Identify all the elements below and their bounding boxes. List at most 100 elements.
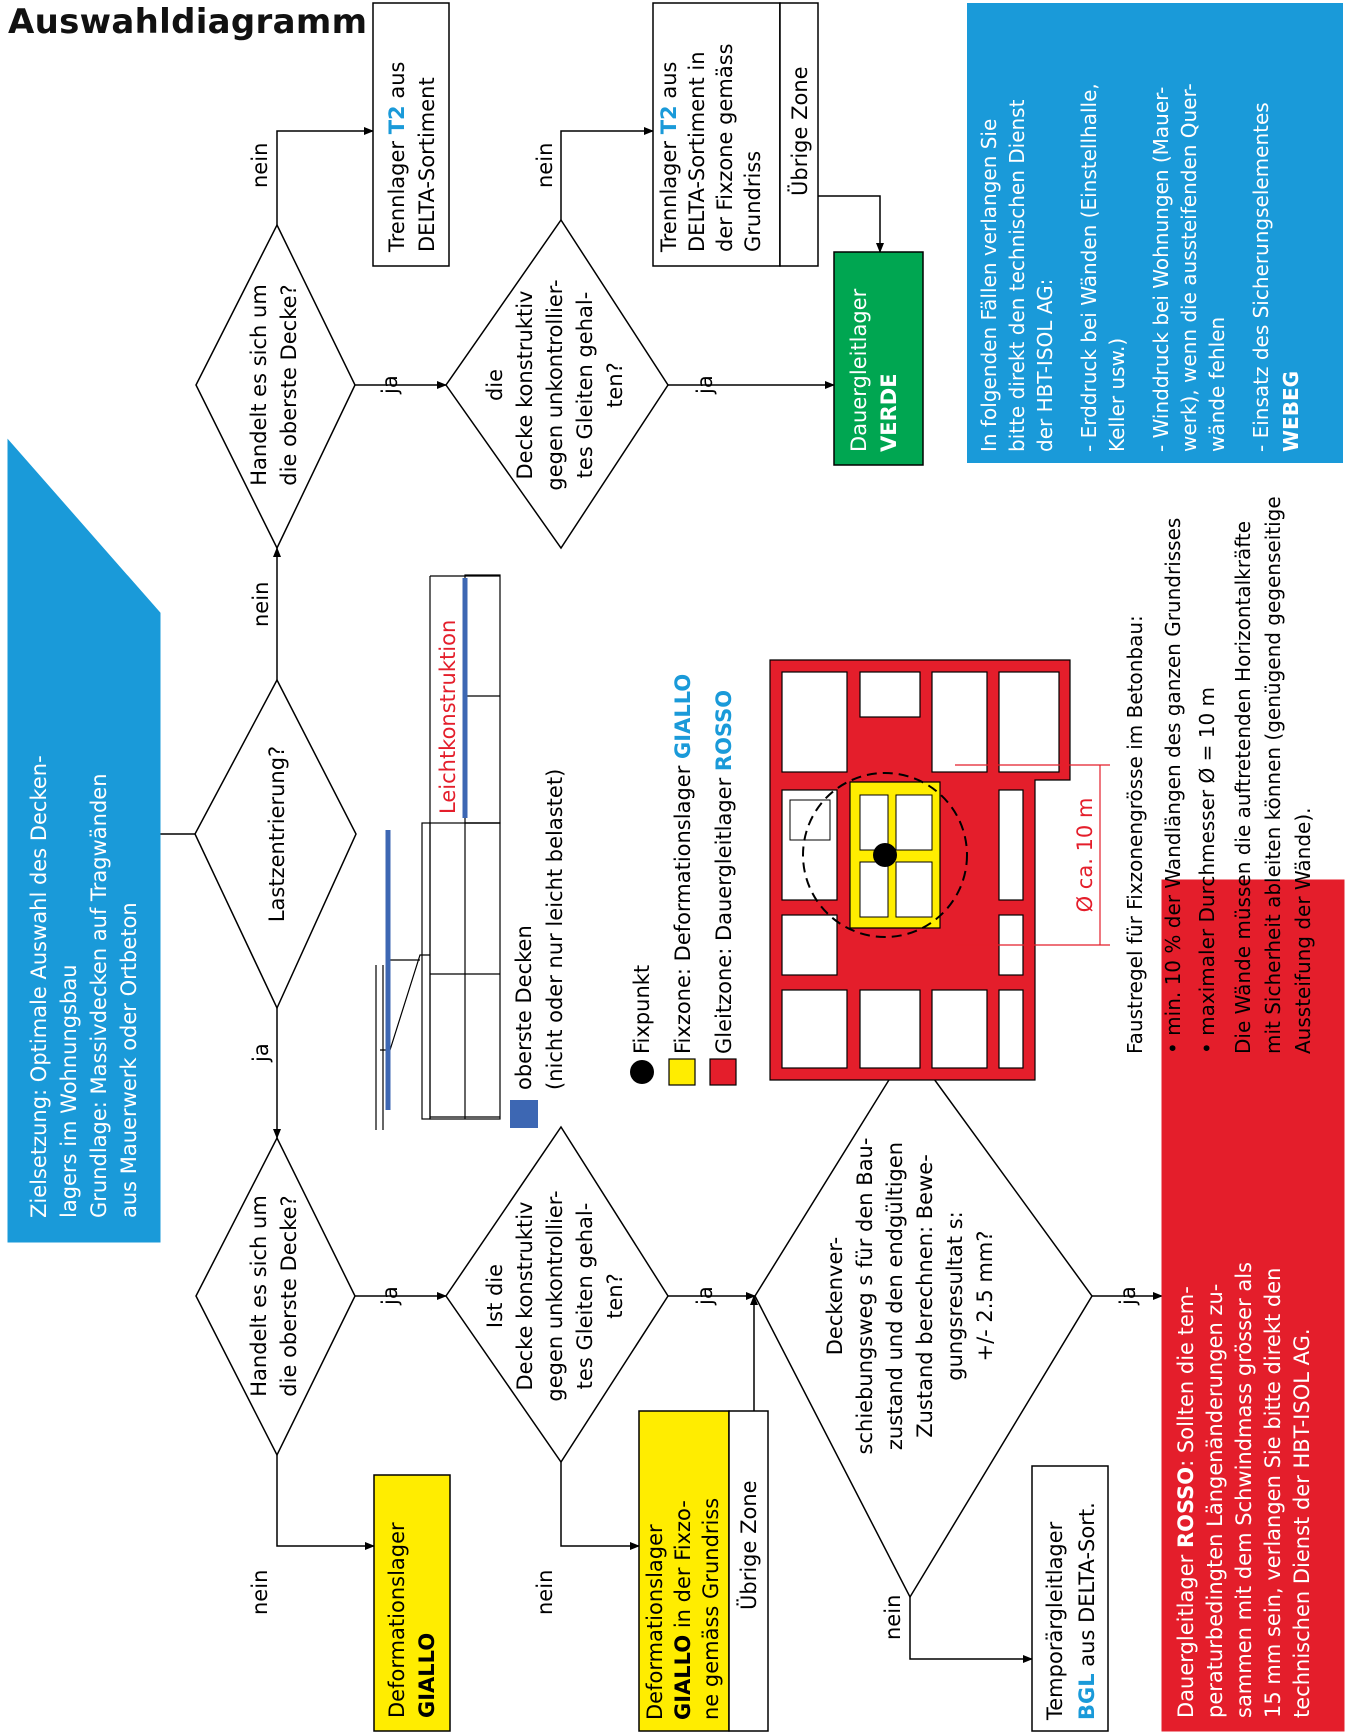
svg-text:BGL aus DELTA-Sort.: BGL aus DELTA-Sort. (1075, 1502, 1099, 1720)
top-slab-marks (385, 578, 468, 1110)
connector-left-slide-nein (560, 1462, 640, 1550)
svg-text:der HBT-ISOL AG:: der HBT-ISOL AG: (1033, 279, 1057, 452)
svg-text:- Einsatz des Sicherungselemen: - Einsatz des Sicherungselementes (1249, 102, 1273, 452)
legend-fixpunkt-dot (630, 1060, 654, 1084)
plan-rooms (781, 671, 1060, 1069)
label-ja-right-slide: ja (693, 375, 717, 395)
start-line-2: lagers im Wohnungsbau (57, 964, 81, 1218)
svg-text:Dauergleitlager ROSSO: Sollten: Dauergleitlager ROSSO: Sollten die tem- (1174, 1286, 1198, 1718)
svg-text:die oberste Decke?: die oberste Decke? (277, 1195, 301, 1396)
label-ja-left-top: ja (378, 1286, 402, 1306)
start-line-4: aus Mauerwerk oder Ortbeton (117, 902, 141, 1218)
label-ja-right-top: ja (378, 375, 402, 395)
plan-dimension (955, 764, 1110, 946)
connector-right-slide-nein (560, 127, 654, 220)
svg-text:Trennlager T2 aus: Trennlager T2 aus (657, 62, 681, 253)
svg-text:Fixpunkt: Fixpunkt (630, 965, 654, 1054)
svg-text:GIALLO in der Fixzo-: GIALLO in der Fixzo- (671, 1500, 695, 1720)
connectors (160, 127, 1163, 1663)
decision-left-slide: Ist die Decke konstruktiv gegen unkontro… (445, 1125, 669, 1464)
svg-text:• maximaler Durchmesser Ø = 10: • maximaler Durchmesser Ø = 10 m (1195, 687, 1219, 1054)
svg-text:Decke konstruktiv: Decke konstruktiv (513, 291, 537, 480)
legend-swatch-blue (510, 1100, 538, 1128)
svg-text:Übrige Zone: Übrige Zone (736, 1480, 761, 1610)
svg-text:mit Sicherheit ableiten können: mit Sicherheit ableiten können (genügend… (1261, 496, 1285, 1054)
result-giallo: Deformationslager GIALLO (373, 1474, 451, 1732)
svg-text:bitte direkt den technischen D: bitte direkt den technischen Dienst (1005, 99, 1029, 452)
start-line-3: Grundlage: Massivdecken auf Tragwänden (87, 773, 111, 1218)
svg-text:Trennlager T2 aus: Trennlager T2 aus (385, 62, 409, 253)
result-rosso: Dauergleitlager ROSSO: Sollten die tem- … (1161, 879, 1345, 1732)
svg-text:sammen mit dem Schwindmass grö: sammen mit dem Schwindmass grösser als (1232, 1262, 1256, 1718)
svg-text:die oberste Decke?: die oberste Decke? (277, 284, 301, 485)
svg-text:die: die (483, 369, 507, 401)
svg-text:In folgenden Fällen verlangen: In folgenden Fällen verlangen Sie (977, 119, 1001, 452)
svg-text:Aussteifung der Wände).: Aussteifung der Wände). (1291, 807, 1315, 1054)
svg-text:DELTA-Sortiment in: DELTA-Sortiment in (685, 51, 709, 252)
svg-text:oberste Decken: oberste Decken (512, 925, 536, 1090)
decision-left-calc: Decken­ver- schiebungsweg s für den Bau-… (754, 1044, 1093, 1599)
svg-text:gungsresultat s:: gungsresultat s: (943, 1211, 967, 1380)
result-t2-fixzone: Trennlager T2 aus DELTA-Sortiment in der… (652, 2, 819, 267)
svg-text:tes Gleiten gehal-: tes Gleiten gehal- (573, 292, 597, 479)
result-verde: Dauergleitlager VERDE (833, 251, 924, 466)
label-nein-right-top: nein (248, 143, 272, 188)
svg-text:Grundriss: Grundriss (741, 151, 765, 252)
connector-left-top-nein (276, 1455, 375, 1550)
svg-text:GIALLO: GIALLO (415, 1633, 439, 1718)
roof-outline (380, 954, 430, 1051)
label-ja-calc: ja (1116, 1286, 1140, 1306)
svg-text:gegen unkontrollier-: gegen unkontrollier- (543, 1190, 567, 1401)
svg-text:ten?: ten? (603, 362, 627, 408)
decision-right-slide: die Decke konstruktiv gegen unkontrollie… (445, 218, 669, 550)
svg-text:Ist die: Ist die (483, 1264, 507, 1328)
rule-of-thumb: Faustregel für Fixzonengrösse im Betonba… (1123, 496, 1315, 1054)
plan-fixzone-circle (802, 772, 968, 938)
svg-text:Handelt es sich um: Handelt es sich um (247, 1195, 271, 1397)
svg-text:peraturbedingten Längenänderun: peraturbedingten Längenänderungen zu- (1203, 1284, 1227, 1718)
page-title: Auswahldiagramm (8, 2, 368, 42)
label-nein-left-slide: nein (533, 1570, 557, 1615)
connector-right-top-nein (276, 127, 374, 225)
legend-swatch-yellow (668, 1058, 696, 1086)
label-nein-left-top: nein (248, 1570, 272, 1615)
legend-swatch-red (709, 1058, 737, 1086)
svg-text:+/- 2.5 mm?: +/- 2.5 mm? (973, 1230, 997, 1361)
svg-text:Dauergleitlager: Dauergleitlager (847, 288, 871, 452)
svg-text:Deformationslager: Deformationslager (643, 1524, 667, 1720)
svg-text:der Fixzone gemäss: der Fixzone gemäss (713, 43, 737, 252)
svg-text:Temporärgleitlager: Temporärgleitlager (1043, 1521, 1067, 1721)
svg-text:Handelt es sich um: Handelt es sich um (247, 284, 271, 486)
label-ja-left-slide: ja (693, 1286, 717, 1306)
svg-text:Faustregel für Fixzonengrösse: Faustregel für Fixzonengrösse im Betonba… (1123, 615, 1147, 1054)
svg-text:Deformationslager: Deformationslager (385, 1522, 409, 1718)
svg-text:- Erddruck bei Wänden (Einstel: - Erddruck bei Wänden (Einstellhalle, (1077, 83, 1101, 452)
svg-text:wände fehlen: wände fehlen (1205, 317, 1229, 452)
branch-labels: ja nein ja nein ja nein ja nein ja nein … (248, 143, 1140, 1640)
floor-plan: Ø ca. 10 m (769, 659, 1110, 1081)
legend-roof: oberste Decken (nicht oder nur leicht be… (510, 769, 567, 1128)
building-section-drawing (375, 574, 501, 1130)
start-line-1: Zielsetzung: Optimale Auswahl des Decken… (27, 755, 51, 1218)
decision-load: Lastzentrierung? (194, 678, 357, 1010)
svg-text:Die Wände müssen die auftreten: Die Wände müssen die auftretenden Horizo… (1231, 521, 1255, 1054)
svg-text:DELTA-Sortiment: DELTA-Sortiment (415, 77, 439, 252)
decision-load-text: Lastzentrierung? (265, 746, 289, 922)
result-bgl: Temporärgleitlager BGL aus DELTA-Sort. (1031, 1465, 1109, 1732)
svg-text:15 mm sein, verlangen Sie bitt: 15 mm sein, verlangen Sie bitte direkt d… (1261, 1268, 1285, 1718)
label-nein-right-slide: nein (533, 143, 557, 188)
svg-text:Decken­ver-: Decken­ver- (823, 1237, 847, 1356)
svg-text:schiebungsweg s für den Bau-: schiebungsweg s für den Bau- (853, 1138, 877, 1455)
decision-left-top: Handelt es sich um die oberste Decke? (195, 1136, 356, 1457)
result-giallo-fixzone: Deformationslager GIALLO in der Fixzo- n… (638, 1410, 769, 1732)
svg-text:Übrige Zone: Übrige Zone (787, 66, 812, 196)
svg-text:ten?: ten? (603, 1273, 627, 1319)
svg-text:tes Gleiten gehal-: tes Gleiten gehal- (573, 1203, 597, 1390)
svg-text:werk), wenn die aussteifenden: werk), wenn die aussteifenden Quer- (1177, 83, 1201, 452)
label-nein-calc: nein (881, 1595, 905, 1640)
decision-right-top: Handelt es sich um die oberste Decke? (195, 223, 356, 550)
label-nein-load: nein (249, 582, 273, 627)
info-box: In folgenden Fällen verlangen Sie bitte … (967, 3, 1343, 463)
svg-text:Fixzone: Deformationslager GIA: Fixzone: Deformationslager GIALLO (671, 674, 695, 1054)
